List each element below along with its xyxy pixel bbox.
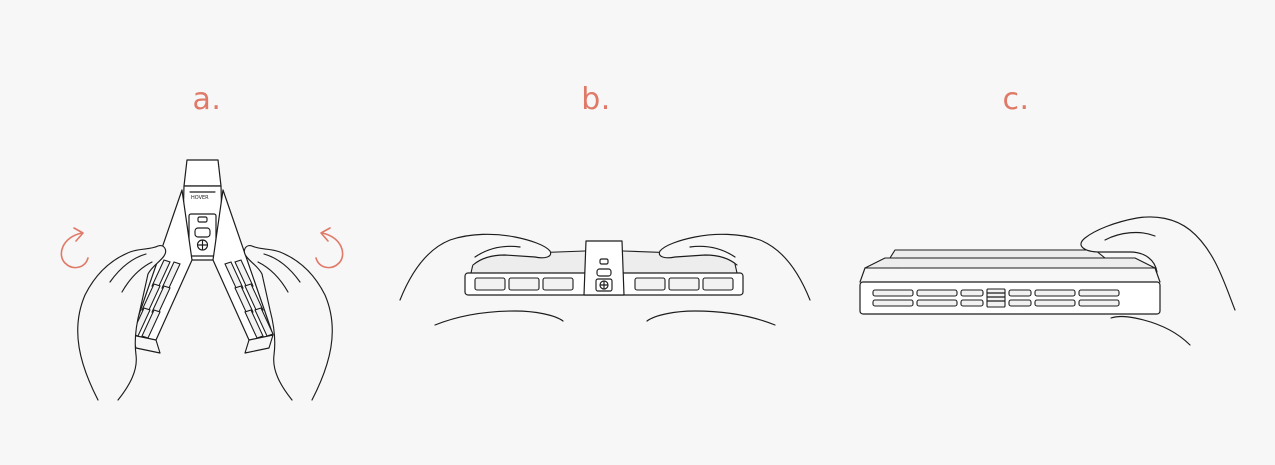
step-label-c: c.	[1002, 82, 1030, 117]
right-hand	[244, 246, 332, 400]
step-label-b: b.	[581, 82, 611, 117]
rotate-clockwise-arrow-icon	[61, 228, 88, 268]
left-hand	[400, 234, 563, 325]
front-vents-right	[635, 278, 733, 290]
right-arm-vents	[225, 260, 273, 338]
right-hand	[647, 234, 810, 325]
illustration-c-folded-side	[855, 210, 1265, 350]
step-label-a: a.	[192, 82, 222, 117]
drone-folded: HOVER	[132, 160, 273, 353]
left-hand	[78, 246, 166, 400]
right-hand	[1081, 217, 1235, 345]
drone-unfolded-front	[465, 241, 743, 295]
drone-folded-side	[860, 250, 1160, 314]
side-vents	[873, 289, 1119, 307]
illustration-a-unfold-arms: HOVER	[40, 150, 370, 410]
rotate-counterclockwise-arrow-icon	[316, 228, 343, 268]
front-vents-left	[475, 278, 573, 290]
illustration-b-unfolded-front	[395, 215, 815, 345]
drone-logo: HOVER	[191, 195, 209, 201]
